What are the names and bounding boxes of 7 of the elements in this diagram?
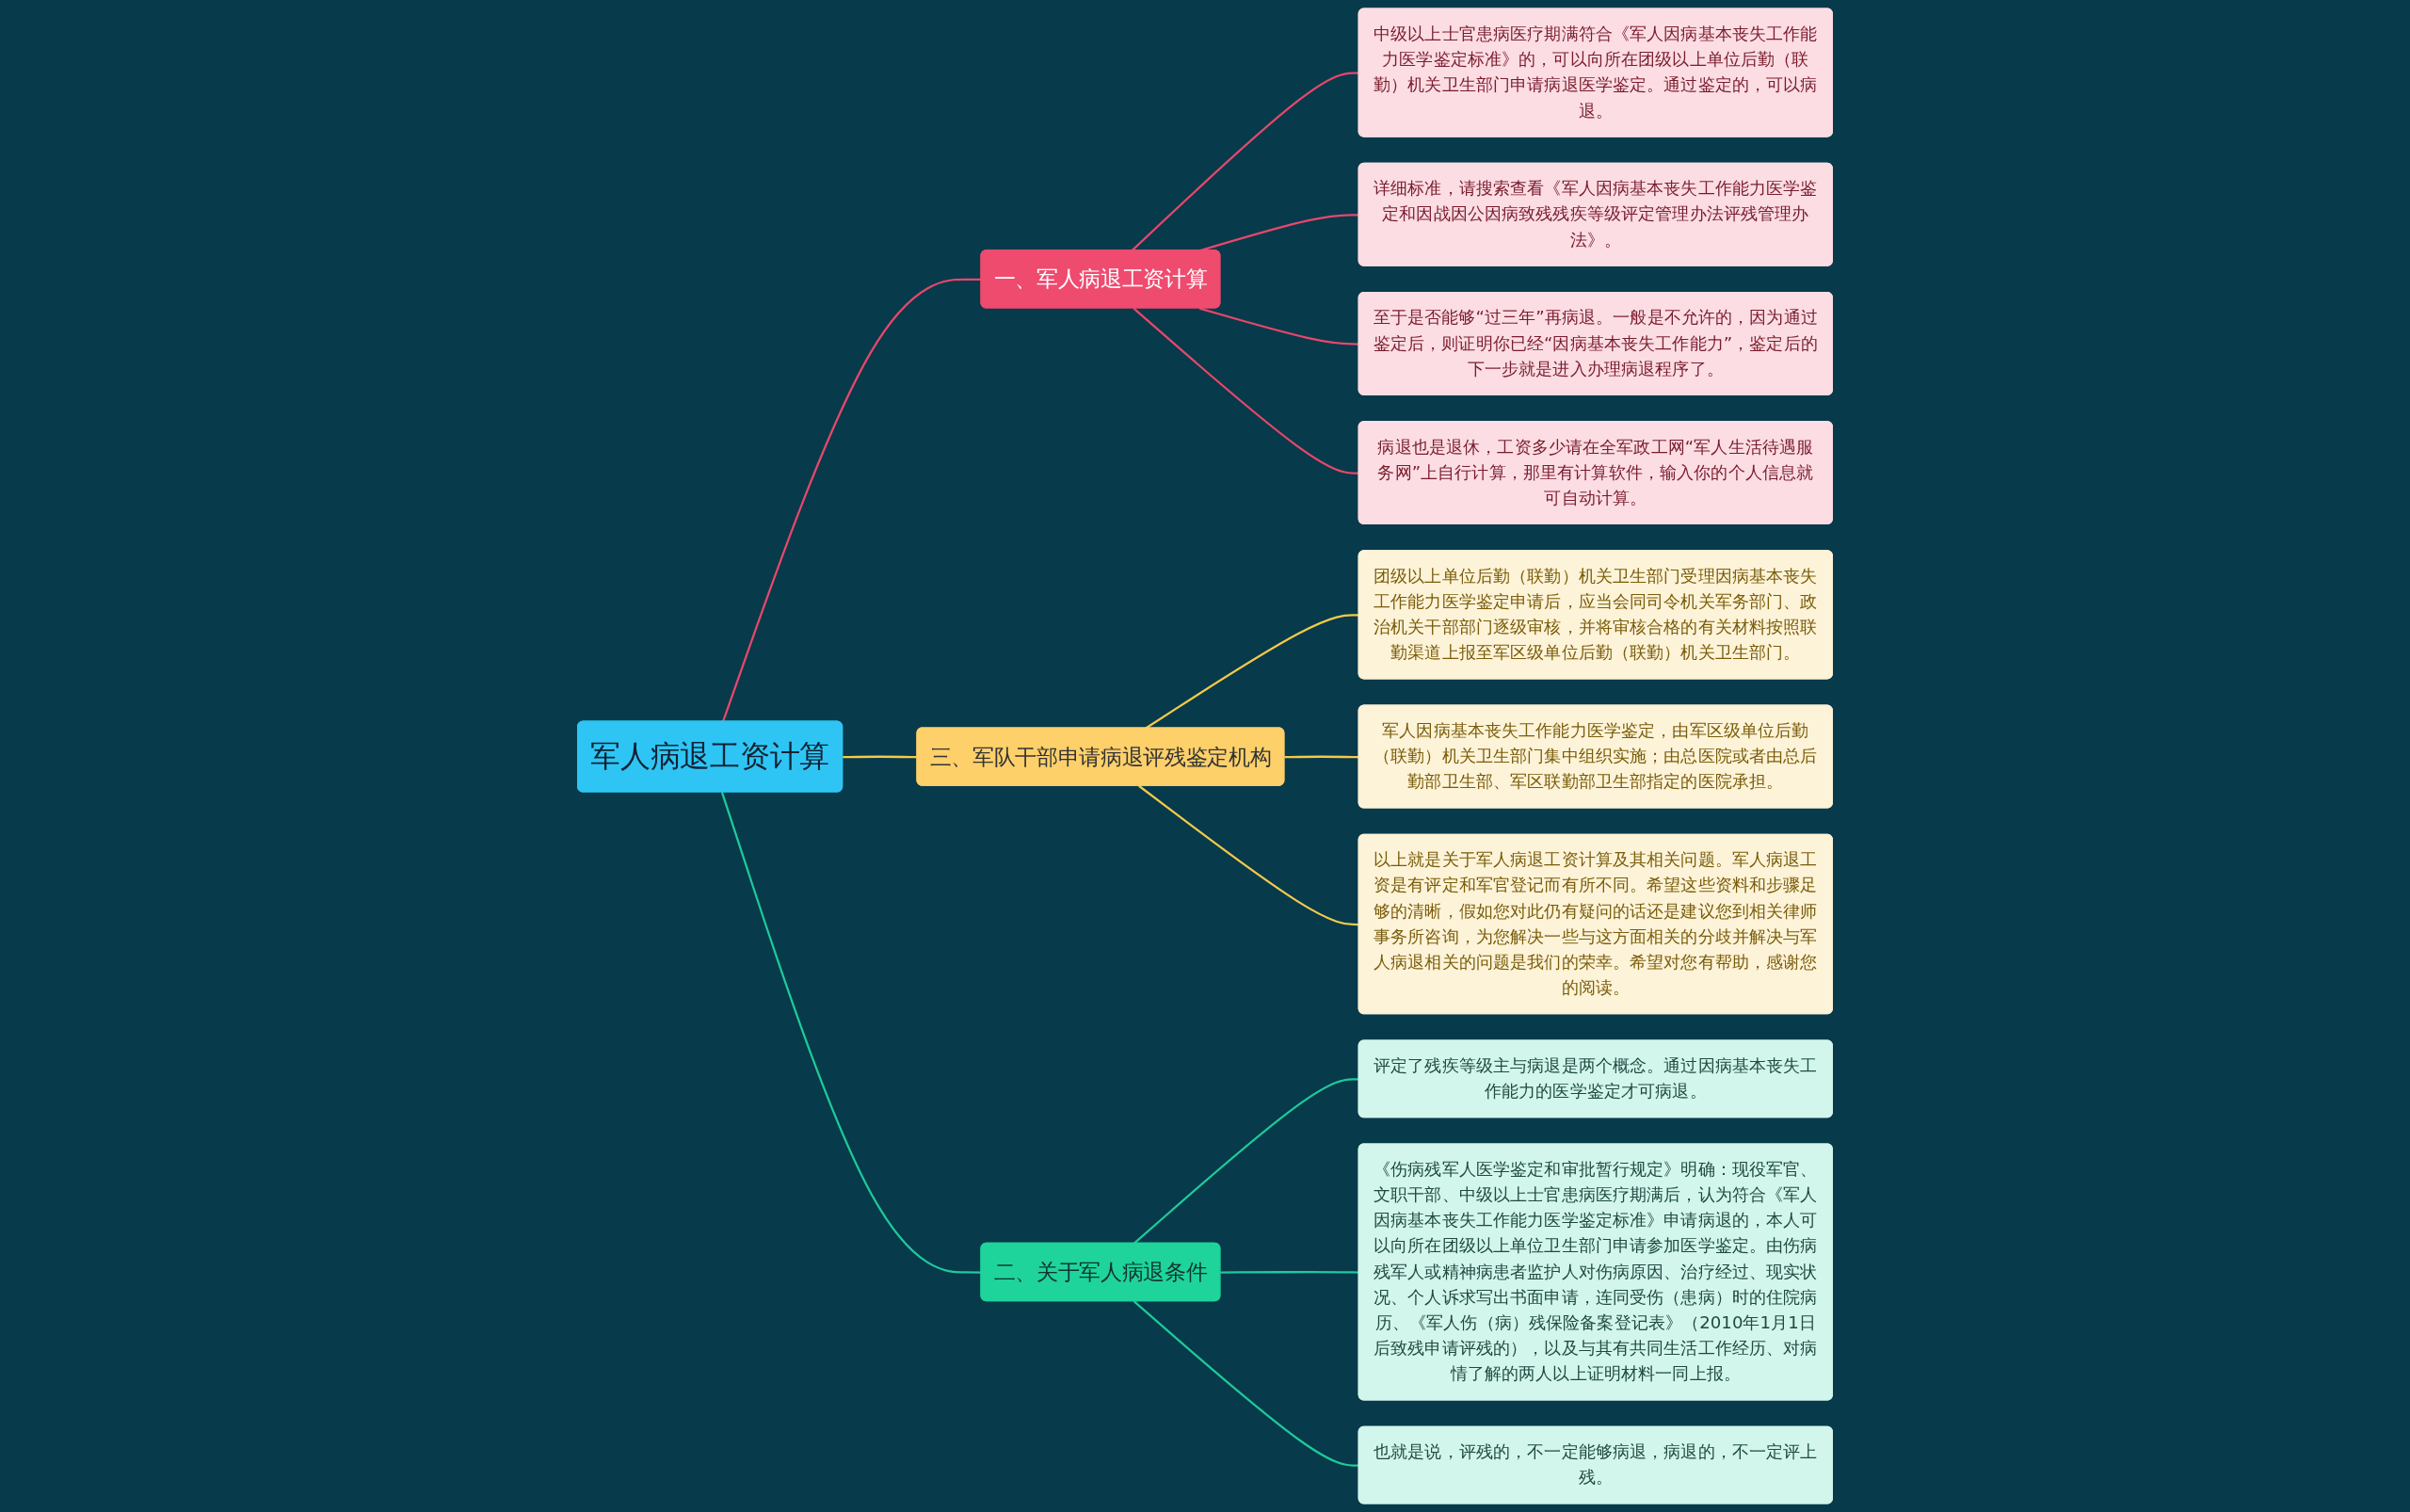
connector: [1284, 755, 1359, 759]
connector: [1220, 1271, 1359, 1274]
connector: [1133, 1300, 1359, 1467]
connector: [1133, 1078, 1359, 1245]
connector: [1138, 784, 1359, 926]
connector: [1198, 307, 1359, 346]
connector: [1133, 307, 1359, 475]
